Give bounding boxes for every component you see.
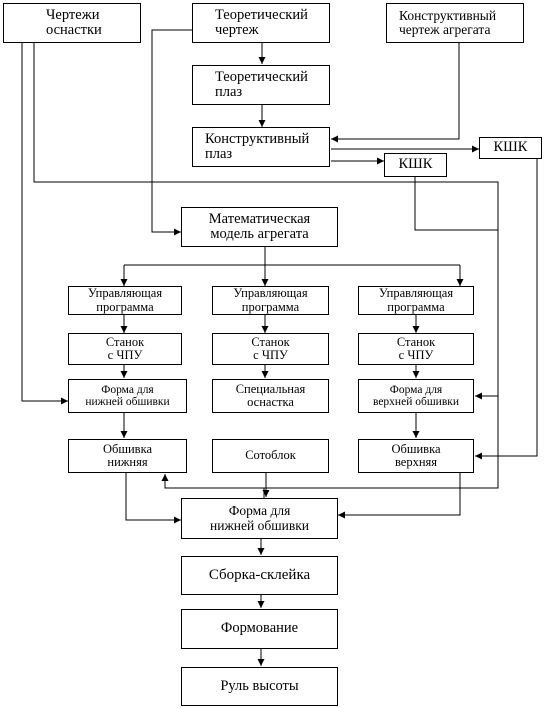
node-theoretical-plaz: Теоретический плаз bbox=[192, 65, 330, 105]
node-theoretical-drawing: Теоретический чертеж bbox=[192, 3, 330, 43]
line-tooling-to-kshk-right-branch bbox=[33, 43, 499, 498]
arrow-kshk-center-to-lower-skin bbox=[161, 177, 499, 489]
node-special-tooling: Специальная оснастка bbox=[212, 379, 329, 413]
node-assembly-design-drawing: Конструктивный чертеж агрегата bbox=[386, 3, 524, 43]
node-kshk-right: КШК bbox=[479, 137, 542, 159]
node-lower-skin-form-assembly: Форма для нижней обшивки bbox=[181, 498, 338, 539]
arrow-theoretical-drawing-to-math-model bbox=[151, 29, 192, 236]
arrow-kshk-right-to-upper-skin bbox=[475, 159, 538, 460]
node-elevator: Руль высоты bbox=[181, 667, 338, 706]
node-upper-skin: Обшивка верхняя bbox=[358, 439, 474, 473]
arrow-upper-skin-to-assembly-form bbox=[338, 473, 461, 519]
node-cnc-right: Станок с ЧПУ bbox=[358, 333, 474, 365]
node-design-plaz: Конструктивный плаз bbox=[192, 127, 330, 167]
node-math-model: Математическая модель агрегата bbox=[181, 207, 338, 247]
node-assembly-gluing: Сборка-склейка bbox=[181, 556, 338, 595]
node-upper-skin-form: Форма для верхней обшивки bbox=[358, 379, 474, 413]
arrow-tooling-to-lower-form bbox=[21, 43, 68, 405]
node-honeycomb-block: Сотоблок bbox=[212, 439, 329, 473]
node-cnc-left: Станок с ЧПУ bbox=[68, 333, 182, 365]
node-lower-skin-form: Форма для нижней обшивки bbox=[68, 379, 187, 413]
node-control-program-left: Управляющая программа bbox=[68, 286, 182, 315]
arrow-assembly-drawing-to-design-plaz bbox=[331, 43, 460, 143]
node-molding: Формование bbox=[181, 609, 338, 649]
node-control-program-right: Управляющая программа bbox=[358, 286, 474, 315]
node-control-program-mid: Управляющая программа bbox=[212, 286, 329, 315]
node-kshk-center: КШК bbox=[384, 153, 447, 177]
node-tooling-drawings: Чертежи оснастки bbox=[3, 3, 141, 43]
node-lower-skin: Обшивка нижняя bbox=[68, 439, 187, 473]
arrow-lower-skin-to-assembly-form bbox=[125, 473, 181, 524]
node-cnc-mid: Станок с ЧПУ bbox=[212, 333, 329, 365]
